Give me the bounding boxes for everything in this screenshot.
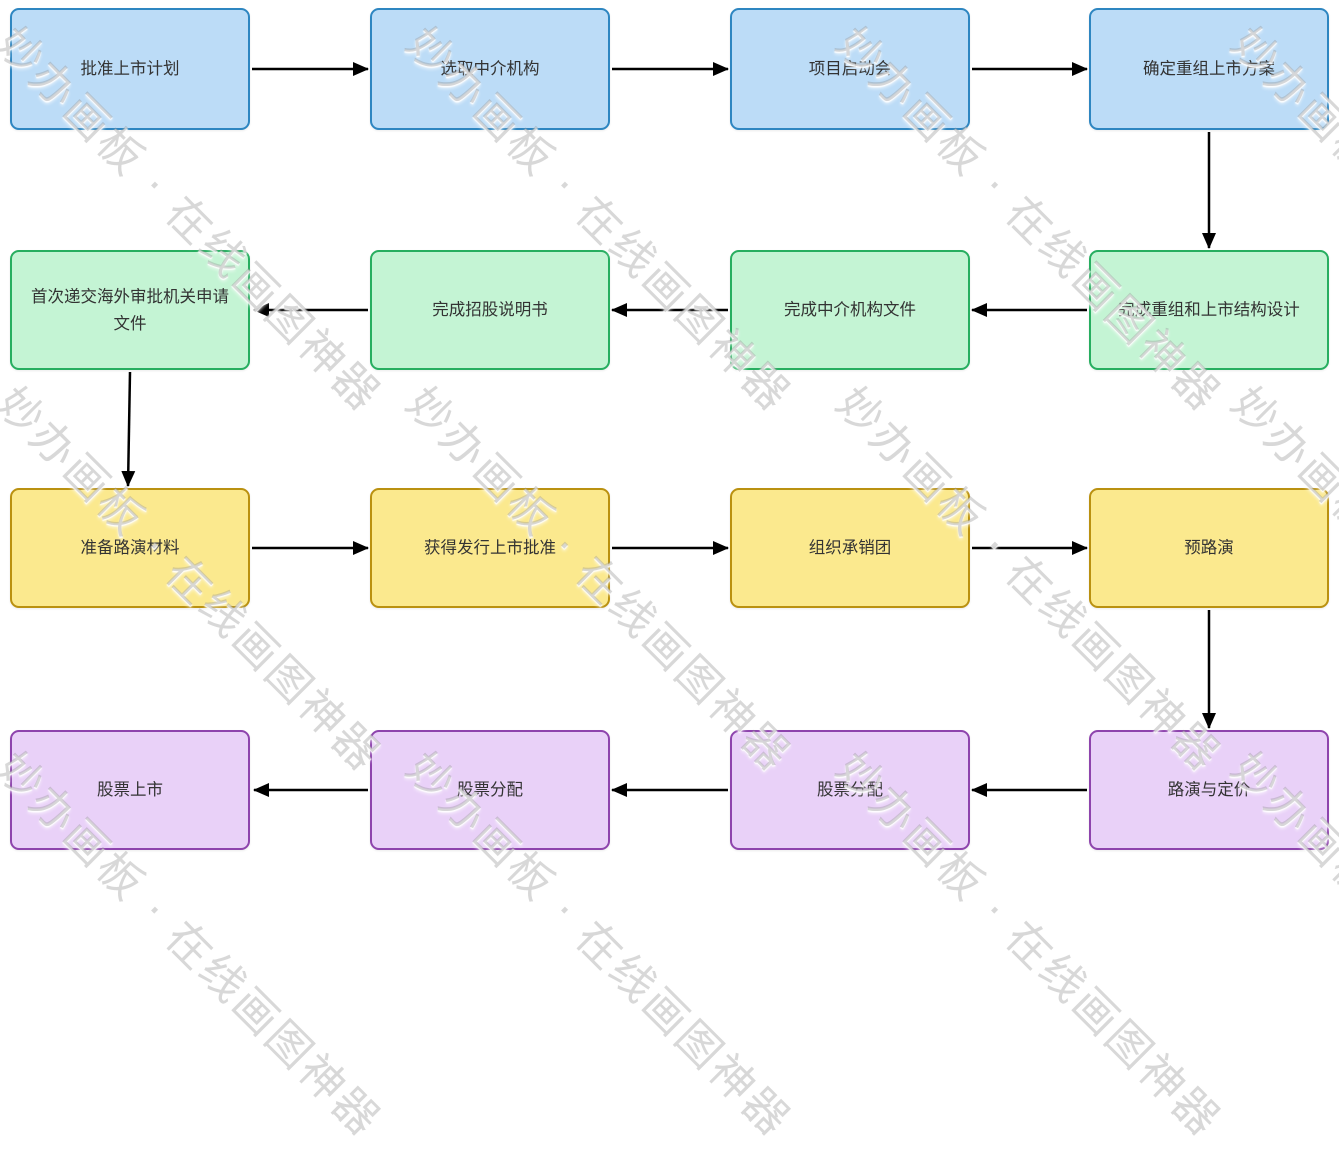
flow-node-pre-roadshow: 预路演 bbox=[1089, 488, 1329, 608]
flow-node-share-allocation-2: 股票分配 bbox=[370, 730, 610, 850]
flow-node-finish-intermediary-docs: 完成中介机构文件 bbox=[730, 250, 970, 370]
flow-node-organize-underwriting-syndicate: 组织承销团 bbox=[730, 488, 970, 608]
flow-node-finish-structure-design: 完成重组和上市结构设计 bbox=[1089, 250, 1329, 370]
flow-node-prepare-roadshow-materials: 准备路演材料 bbox=[10, 488, 250, 608]
flow-node-obtain-listing-approval: 获得发行上市批准 bbox=[370, 488, 610, 608]
flow-node-roadshow-pricing: 路演与定价 bbox=[1089, 730, 1329, 850]
flow-node-finalize-restructure-plan: 确定重组上市方案 bbox=[1089, 8, 1329, 130]
flow-node-share-allocation-1: 股票分配 bbox=[730, 730, 970, 850]
flow-node-finish-prospectus: 完成招股说明书 bbox=[370, 250, 610, 370]
edge-arrow-filing-to-materials bbox=[121, 371, 136, 487]
flow-node-first-overseas-filing: 首次递交海外审批机关申请文件 bbox=[10, 250, 250, 370]
flow-node-approve-listing-plan: 批准上市计划 bbox=[10, 8, 250, 130]
flow-node-select-intermediaries: 选取中介机构 bbox=[370, 8, 610, 130]
flow-node-project-kickoff: 项目启动会 bbox=[730, 8, 970, 130]
flow-node-stock-listing: 股票上市 bbox=[10, 730, 250, 850]
